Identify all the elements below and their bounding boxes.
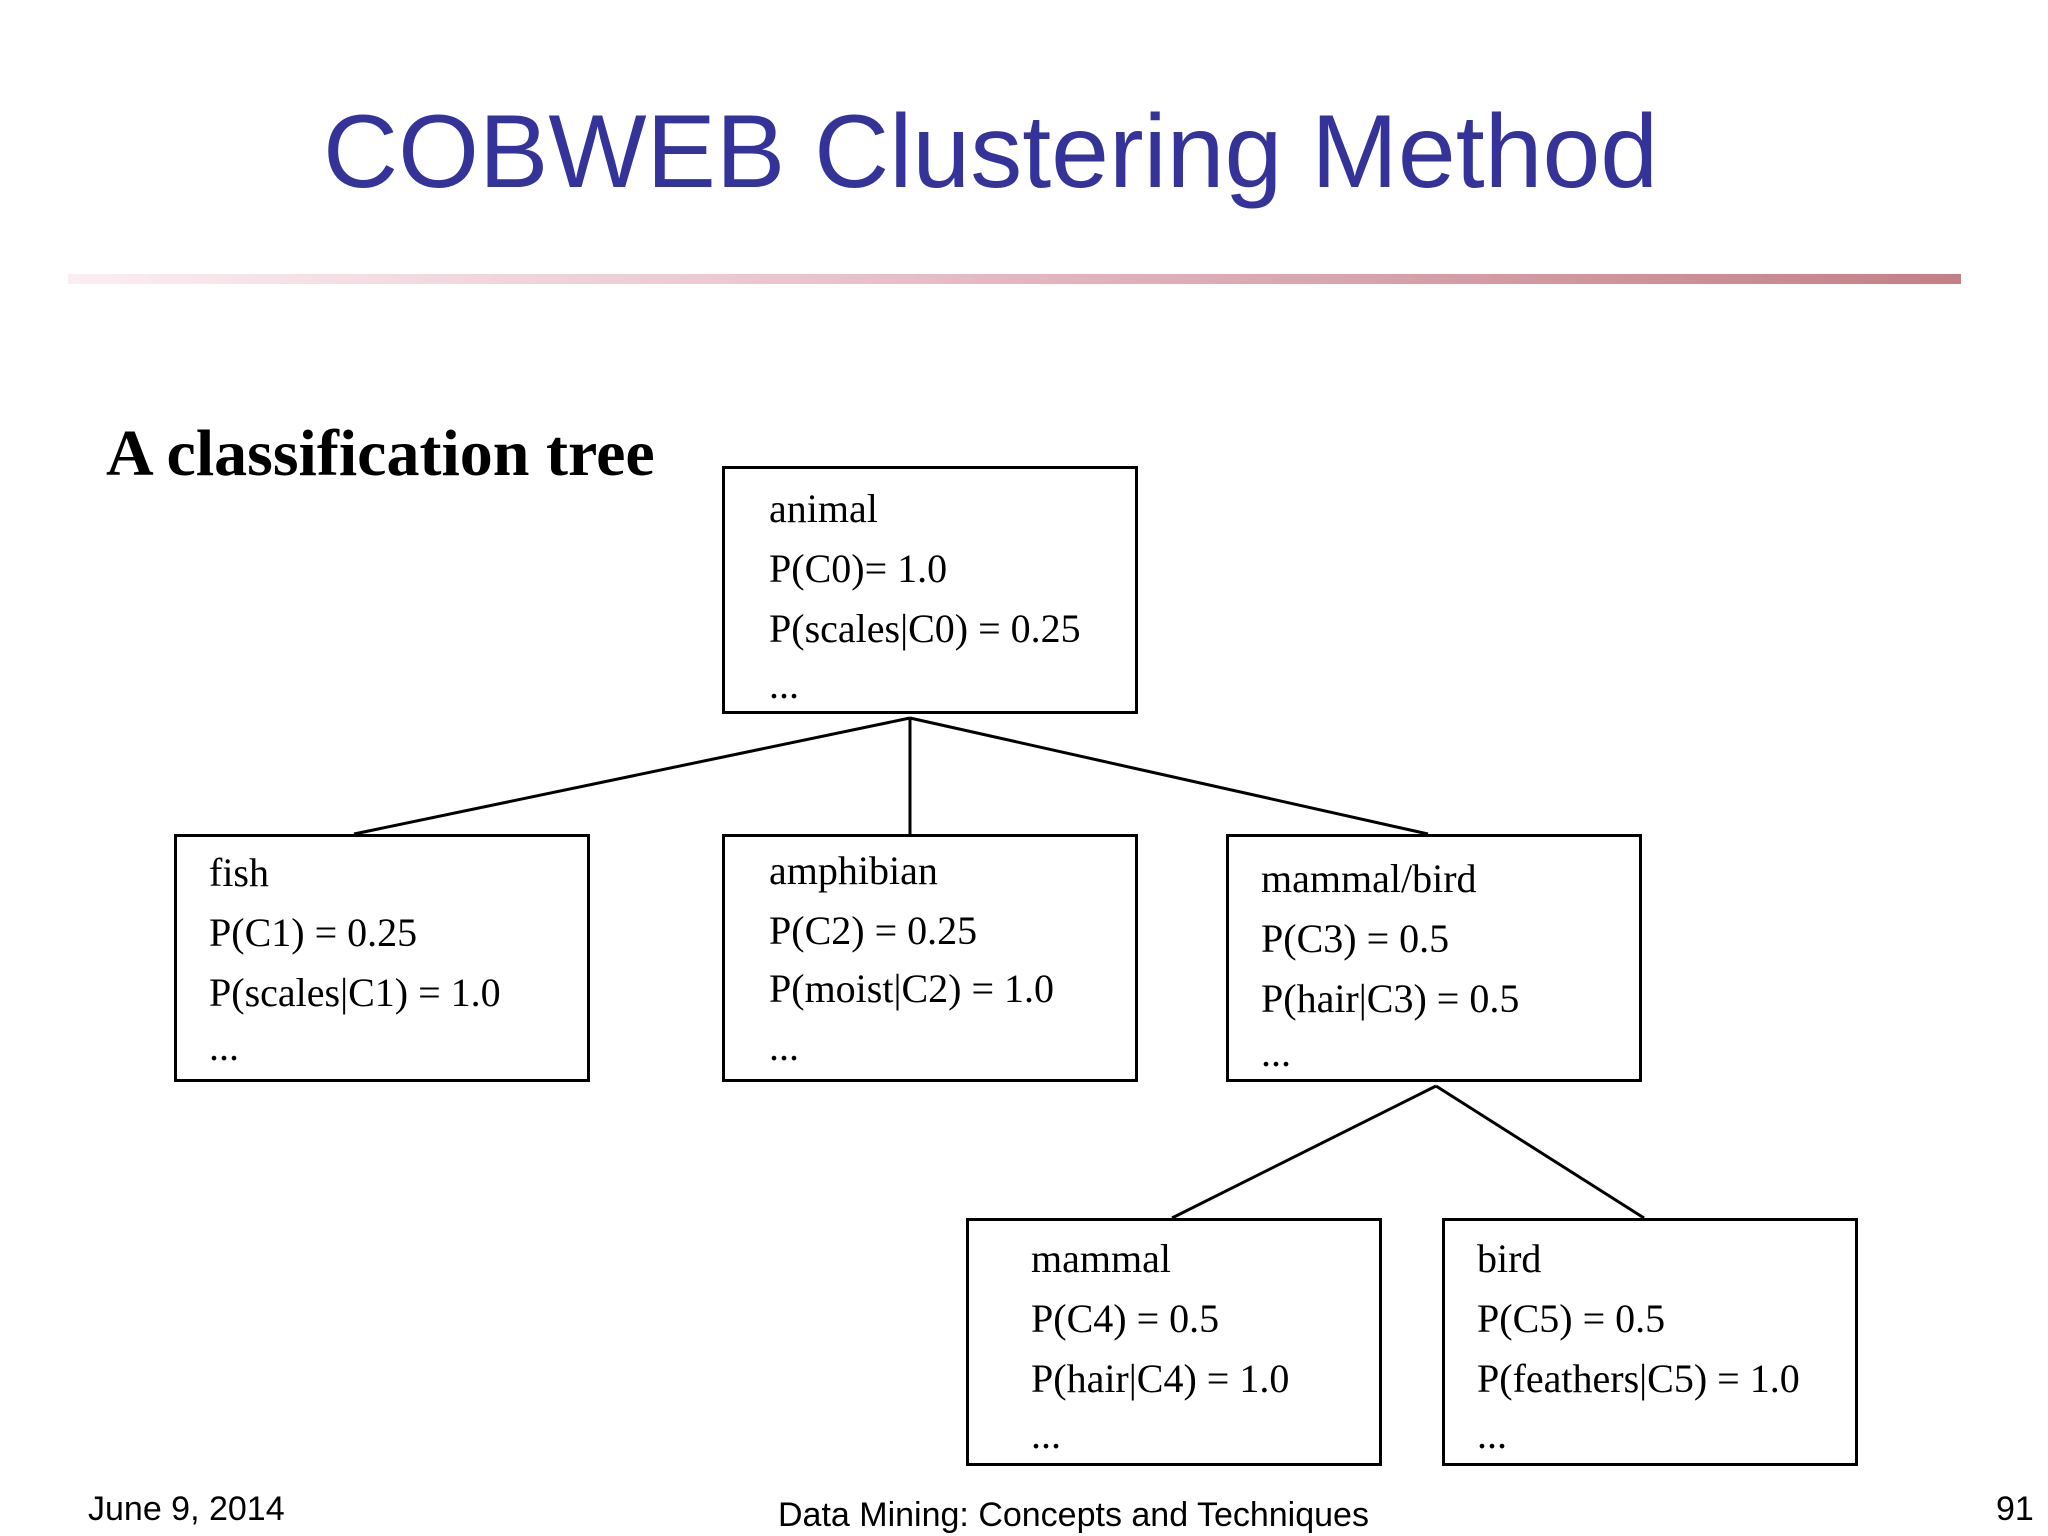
node-prior: P(C3) = 0.5 xyxy=(1261,916,1450,961)
node-prior: P(C1) = 0.25 xyxy=(209,910,418,955)
node-ellipsis: ... xyxy=(769,662,799,707)
node-conditional: P(hair|C4) = 1.0 xyxy=(1031,1356,1290,1401)
footer-course-title: Data Mining: Concepts and Techniques xyxy=(778,1496,1369,1534)
tree-node-animal: animal P(C0)= 1.0 P(scales|C0) = 0.25 ..… xyxy=(722,466,1138,714)
node-ellipsis: ... xyxy=(1477,1412,1507,1457)
node-ellipsis: ... xyxy=(1261,1030,1291,1075)
tree-node-amphibian: amphibian P(C2) = 0.25 P(moist|C2) = 1.0… xyxy=(722,834,1138,1082)
footer-page-number: 91 xyxy=(1996,1490,2034,1528)
node-prior: P(C4) = 0.5 xyxy=(1031,1296,1220,1341)
tree-node-bird: bird P(C5) = 0.5 P(feathers|C5) = 1.0 ..… xyxy=(1442,1218,1858,1466)
node-label: mammal/bird xyxy=(1261,856,1477,901)
node-label: amphibian xyxy=(769,848,938,893)
node-label: fish xyxy=(209,850,269,895)
tree-node-fish: fish P(C1) = 0.25 P(scales|C1) = 1.0 ... xyxy=(174,834,590,1082)
tree-node-mammal: mammal P(C4) = 0.5 P(hair|C4) = 1.0 ... xyxy=(966,1218,1382,1466)
edge-mammal-bird-bird xyxy=(1435,1084,1645,1220)
node-conditional: P(feathers|C5) = 1.0 xyxy=(1477,1356,1800,1401)
edge-animal-mammal-bird xyxy=(909,716,1429,836)
title-divider xyxy=(68,274,1961,284)
node-prior: P(C2) = 0.25 xyxy=(769,908,978,953)
node-ellipsis: ... xyxy=(209,1024,239,1069)
node-conditional: P(scales|C0) = 0.25 xyxy=(769,606,1081,651)
node-ellipsis: ... xyxy=(769,1024,799,1069)
edge-animal-fish xyxy=(353,716,911,836)
node-conditional: P(hair|C3) = 0.5 xyxy=(1261,976,1520,1021)
node-conditional: P(scales|C1) = 1.0 xyxy=(209,970,501,1015)
tree-node-mammal-bird: mammal/bird P(C3) = 0.5 P(hair|C3) = 0.5… xyxy=(1226,834,1642,1082)
slide-title: COBWEB Clustering Method xyxy=(323,94,1659,210)
node-conditional: P(moist|C2) = 1.0 xyxy=(769,966,1055,1011)
node-label: bird xyxy=(1477,1236,1542,1281)
node-prior: P(C0)= 1.0 xyxy=(769,546,948,591)
node-label: animal xyxy=(769,486,878,531)
node-label: mammal xyxy=(1031,1236,1171,1281)
node-ellipsis: ... xyxy=(1031,1412,1061,1457)
node-prior: P(C5) = 0.5 xyxy=(1477,1296,1666,1341)
edge-mammal-bird-mammal xyxy=(1171,1084,1437,1220)
slide-subtitle: A classification tree xyxy=(106,417,655,490)
footer-date: June 9, 2014 xyxy=(88,1490,285,1528)
